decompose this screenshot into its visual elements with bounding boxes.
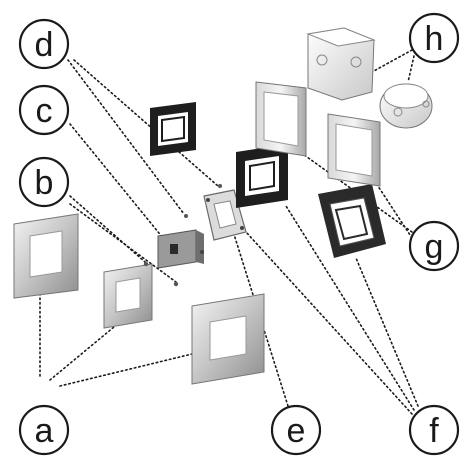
callout-label-h: h [425,20,444,58]
callout-a: a [18,404,70,456]
leader-h-1 [371,49,413,73]
callout-h: h [408,12,460,64]
black-frame-lower-right [318,184,386,258]
callout-d: d [18,18,70,70]
cover-plate-large-right [191,293,265,385]
callout-label-g: g [425,228,444,266]
socket-module [157,229,204,269]
leader-d-1 [67,59,185,215]
leader-d-2 [73,59,219,187]
callout-g: g [408,220,460,272]
wall-box-round [379,83,433,129]
callout-label-e: e [287,412,306,450]
wall-box-rectangular [306,27,376,101]
screws-b [143,261,179,287]
leader-f-1 [245,231,413,415]
callout-label-d: d [35,26,54,64]
metal-frame-lower [327,113,381,187]
callout-label-c: c [36,92,53,130]
leader-b-1 [69,195,146,263]
cover-plate-large-left [13,213,79,299]
black-frame-middle [236,144,288,208]
leader-a-2 [49,321,121,381]
leader-c-1 [69,123,164,239]
leader-lines [39,49,419,415]
callout-b: b [18,156,70,208]
callout-f: f [408,404,460,456]
callout-e: e [270,404,322,456]
black-frame-upper-left [150,102,196,156]
leader-b-2 [69,203,177,283]
leader-f-2 [285,205,415,411]
metal-frame-upper [255,81,307,157]
leader-e-1 [231,227,289,407]
callout-c: c [18,84,70,136]
leader-f-3 [355,257,419,407]
callout-label-f: f [429,412,439,450]
leader-g-2 [373,179,413,239]
leader-h-2 [407,55,415,83]
screws-d [184,184,222,218]
mounting-support [203,189,247,241]
callout-label-b: b [35,164,54,202]
leader-a-3 [59,353,193,387]
callout-label-a: a [35,412,54,450]
cover-plate-small-middle [103,263,153,329]
